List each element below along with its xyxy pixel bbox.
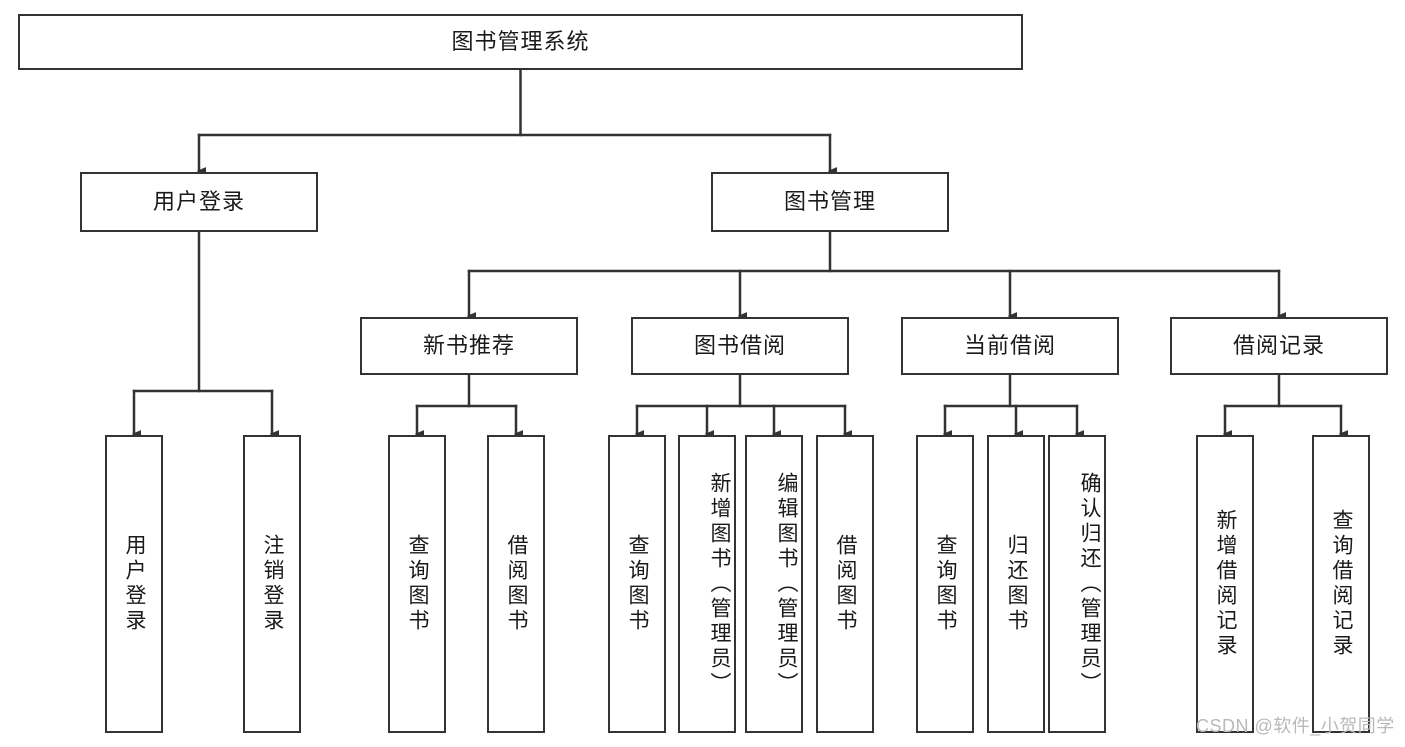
node-leaf-user-logout[interactable]: 注销登录: [243, 435, 301, 733]
node-leaf-rec-query[interactable]: 查询图书: [388, 435, 446, 733]
node-label-leaf-brw-borrow: 借阅图书: [834, 534, 857, 634]
node-label-leaf-brw-query: 查询图书: [626, 534, 649, 634]
node-label-leaf-rec-query: 查询图书: [406, 534, 429, 634]
node-label-new-book-rec: 新书推荐: [422, 332, 515, 358]
node-leaf-brw-edit[interactable]: 编辑图书（管理员）: [745, 435, 803, 733]
node-label-leaf-user-logout: 注销登录: [261, 534, 284, 634]
node-label-leaf-rec-search: 查询借阅记录: [1330, 509, 1353, 659]
node-book-borrow[interactable]: 图书借阅: [631, 317, 849, 375]
node-label-leaf-rec-add: 新增借阅记录: [1214, 509, 1237, 659]
node-leaf-rec-search[interactable]: 查询借阅记录: [1312, 435, 1370, 733]
node-new-book-rec[interactable]: 新书推荐: [360, 317, 578, 375]
node-user-login[interactable]: 用户登录: [80, 172, 318, 232]
node-label-leaf-brw-add: 新增图书（管理员）: [708, 471, 731, 697]
node-root[interactable]: 图书管理系统: [18, 14, 1023, 70]
node-label-leaf-user-login: 用户登录: [123, 534, 146, 634]
node-label-book-manage: 图书管理: [783, 188, 876, 214]
csdn-watermark: CSDN @软件_小贺同学: [1196, 716, 1395, 736]
node-label-current-borrow: 当前借阅: [963, 332, 1056, 358]
node-borrow-record[interactable]: 借阅记录: [1170, 317, 1388, 375]
node-leaf-cur-query[interactable]: 查询图书: [916, 435, 974, 733]
node-label-leaf-cur-confirm: 确认归还（管理员）: [1078, 471, 1101, 697]
node-leaf-rec-borrow[interactable]: 借阅图书: [487, 435, 545, 733]
node-leaf-cur-return[interactable]: 归还图书: [987, 435, 1045, 733]
node-label-user-login: 用户登录: [152, 188, 245, 214]
node-label-book-borrow: 图书借阅: [693, 332, 786, 358]
node-label-leaf-brw-edit: 编辑图书（管理员）: [775, 471, 798, 697]
node-label-leaf-cur-query: 查询图书: [934, 534, 957, 634]
node-leaf-brw-borrow[interactable]: 借阅图书: [816, 435, 874, 733]
node-label-root: 图书管理系统: [451, 28, 590, 54]
node-label-borrow-record: 借阅记录: [1232, 332, 1325, 358]
node-current-borrow[interactable]: 当前借阅: [901, 317, 1119, 375]
node-leaf-cur-confirm[interactable]: 确认归还（管理员）: [1048, 435, 1106, 733]
node-leaf-rec-add[interactable]: 新增借阅记录: [1196, 435, 1254, 733]
node-leaf-brw-add[interactable]: 新增图书（管理员）: [678, 435, 736, 733]
node-label-leaf-rec-borrow: 借阅图书: [505, 534, 528, 634]
node-book-manage[interactable]: 图书管理: [711, 172, 949, 232]
node-leaf-brw-query[interactable]: 查询图书: [608, 435, 666, 733]
node-leaf-user-login[interactable]: 用户登录: [105, 435, 163, 733]
node-label-leaf-cur-return: 归还图书: [1005, 534, 1028, 634]
